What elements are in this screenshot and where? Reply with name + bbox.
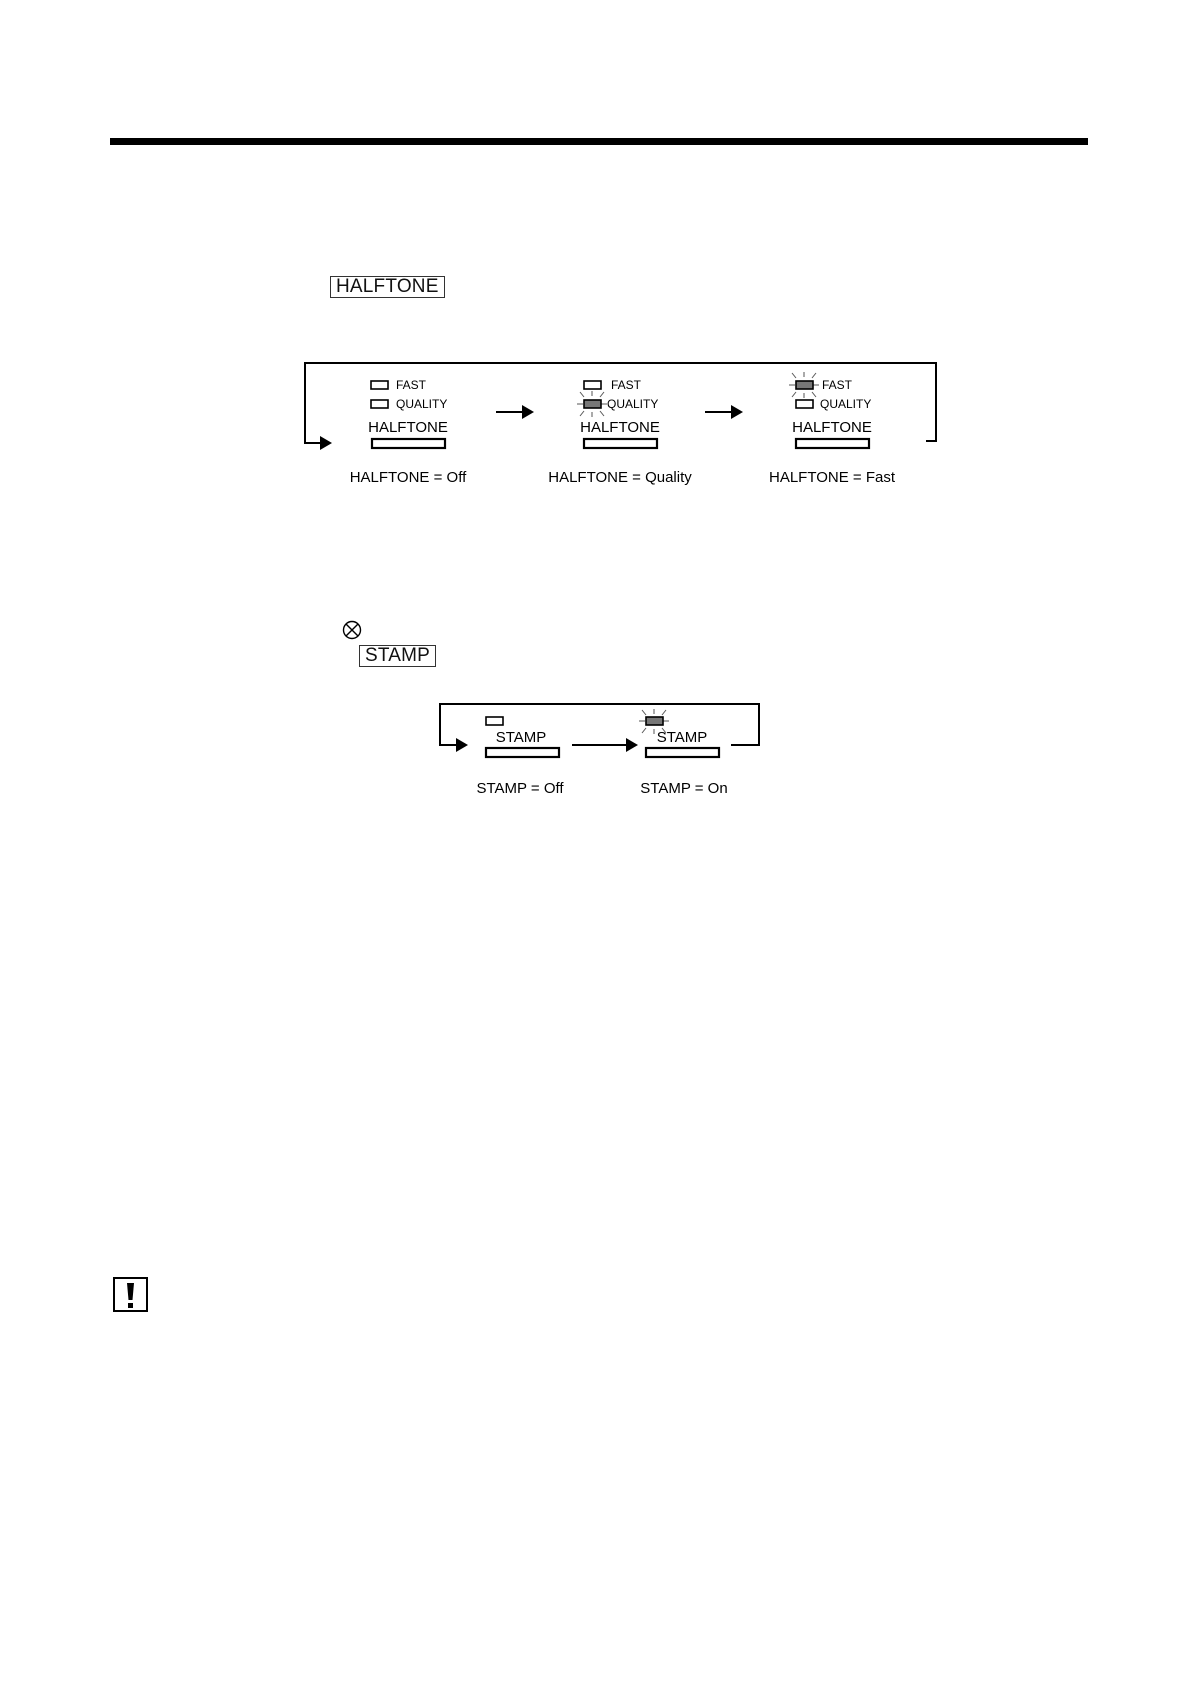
quality-led-label: QUALITY [820,397,871,411]
quality-led-label: QUALITY [396,397,447,411]
stamp-loop-arrowhead [456,738,468,752]
stamp-button-label: STAMP [657,729,708,746]
blink-rays [577,391,607,417]
quality-led-label: QUALITY [607,397,658,411]
stamp-cycle-diagram: STAMP STAMP = Off STAMP STAMP = On [439,703,760,797]
stamp-caption-off: STAMP = Off [476,780,564,797]
exclamation-note-icon [113,1277,148,1312]
halftone-state-quality: FAST QUALITY HALFTONE HALFTONE = Quality [548,378,692,486]
stamp-loop-line [439,703,760,746]
fast-led-lit [795,380,814,390]
stamp-led-off [485,716,504,726]
fast-led-off [583,380,602,390]
stamp-state-off: STAMP STAMP = Off [476,716,564,797]
halftone-button-label: HALFTONE [368,419,448,436]
fast-led-label: FAST [611,378,642,392]
stamp-button-label: STAMP [496,729,547,746]
stamp-key-label: STAMP [359,645,437,667]
halftone-button [582,437,659,450]
halftone-caption-fast: HALFTONE = Fast [769,469,896,486]
halftone-state-off: FAST QUALITY HALFTONE HALFTONE = Off [350,378,467,486]
halftone-caption-quality: HALFTONE = Quality [548,469,692,486]
quality-led-off [370,399,389,409]
fast-led-label: FAST [822,378,853,392]
fast-led-off [370,380,389,390]
halftone-arrowhead-2 [731,405,743,419]
circle-x-icon [342,620,362,640]
halftone-button-label: HALFTONE [792,419,872,436]
blink-rays [789,372,819,398]
quality-led-lit [583,399,602,409]
blink-rays [639,709,669,734]
stamp-led-lit [645,716,664,726]
stamp-arrowhead [626,738,638,752]
halftone-button [370,437,447,450]
stamp-button [644,746,721,759]
stamp-caption-on: STAMP = On [640,780,727,797]
halftone-cycle-diagram: FAST QUALITY HALFTONE HALFTONE = Off FAS… [304,362,937,486]
stamp-state-on: STAMP STAMP = On [639,709,728,797]
halftone-loop-line [304,362,937,444]
header-rule [110,138,1088,145]
quality-led-off [795,399,814,409]
halftone-caption-off: HALFTONE = Off [350,469,467,486]
halftone-arrowhead-1 [522,405,534,419]
halftone-state-fast: FAST QUALITY HALFTONE HALFTONE = Fast [769,372,896,486]
halftone-loop-arrowhead [320,436,332,450]
stamp-button [484,746,561,759]
halftone-button-label: HALFTONE [580,419,660,436]
halftone-key-label: HALFTONE [330,276,445,298]
fast-led-label: FAST [396,378,427,392]
halftone-button [794,437,871,450]
